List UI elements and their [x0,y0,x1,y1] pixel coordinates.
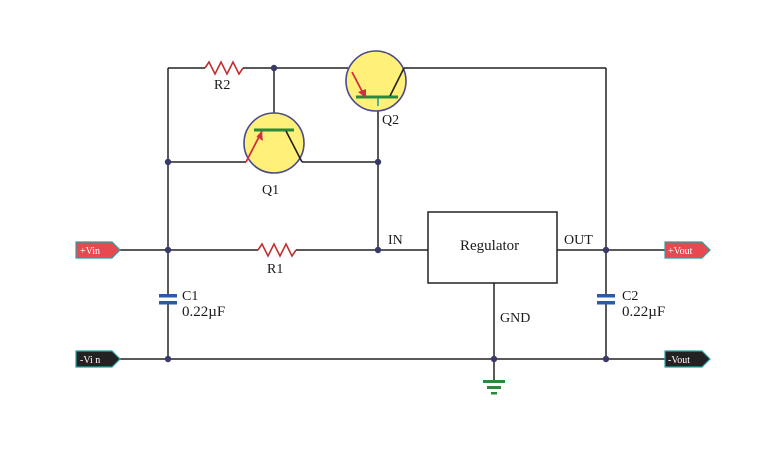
port-vout-neg-label: -Vout [668,355,690,366]
capacitor-c2-plate-top [597,294,615,298]
junction-dot [374,158,382,166]
junction-dot [602,355,610,363]
capacitor-c2-plate-bottom [597,301,615,305]
capacitor-c1-plate-top [159,294,177,298]
resistor-r1-zigzag [257,242,297,258]
capacitor-c1-plate-bottom [159,301,177,305]
regulator-label: Regulator [460,238,519,254]
capacitor-c1-name: C1 [182,289,198,304]
port-vout-pos-label: +Vout [668,246,693,257]
transistor-q1-label: Q1 [262,183,279,198]
transistor-q2-emitter-arrow [358,89,366,98]
capacitor-c1-value: 0.22µF [182,304,225,320]
port-vin-neg-tag [75,350,121,368]
junction-dot [602,246,610,254]
junction-dot [164,246,172,254]
transistor-q2-label: Q2 [382,113,399,128]
capacitor-c2-name: C2 [622,289,638,304]
resistor-r2: R2 [204,60,244,93]
resistor-r2-zigzag [204,60,244,76]
regulator-pin-gnd: GND [500,311,530,326]
capacitor-c1-gap [164,297,172,301]
capacitor-c2-gap [602,297,610,301]
transistor-q1: Q1 [243,112,305,198]
junction-dot [374,246,382,254]
port-vin-pos: +Vin [75,241,121,259]
capacitor-c2: C2 0.22µF [597,289,665,320]
port-vout-pos-tag [664,241,711,259]
junction-dot [164,158,172,166]
transistor-q1-collector-lead [285,130,303,163]
junction-dot [490,355,498,363]
resistor-r2-label: R2 [214,78,230,93]
resistor-r1-label: R1 [267,262,283,277]
port-vin-pos-label: +Vin [80,246,100,257]
port-vout-neg-tag [664,350,711,368]
capacitor-c2-value: 0.22µF [622,304,665,320]
transistor-q2-collector-lead [389,67,405,97]
port-vout-pos: +Vout [664,241,711,259]
ground-icon [483,380,505,395]
resistor-r1: R1 [257,242,297,277]
regulator-pin-out: OUT [564,233,593,248]
junctions [164,64,610,363]
capacitor-c1: C1 0.22µF [159,289,225,320]
port-vout-neg: -Vout [664,350,711,368]
junction-dot [270,64,278,72]
port-vin-neg-label: -Vi n [80,355,100,366]
wires [120,67,665,380]
junction-dot [164,355,172,363]
regulator-pin-in: IN [388,233,403,248]
transistor-q1-body [243,112,305,174]
transistor-q1-emitter-arrow [256,131,263,141]
regulator: Regulator IN OUT GND [388,211,593,326]
regulator-box [427,211,558,284]
transistor-q2: Q2 [345,50,407,128]
port-vin-neg: -Vi n [75,350,121,368]
port-vin-pos-tag [75,241,121,259]
